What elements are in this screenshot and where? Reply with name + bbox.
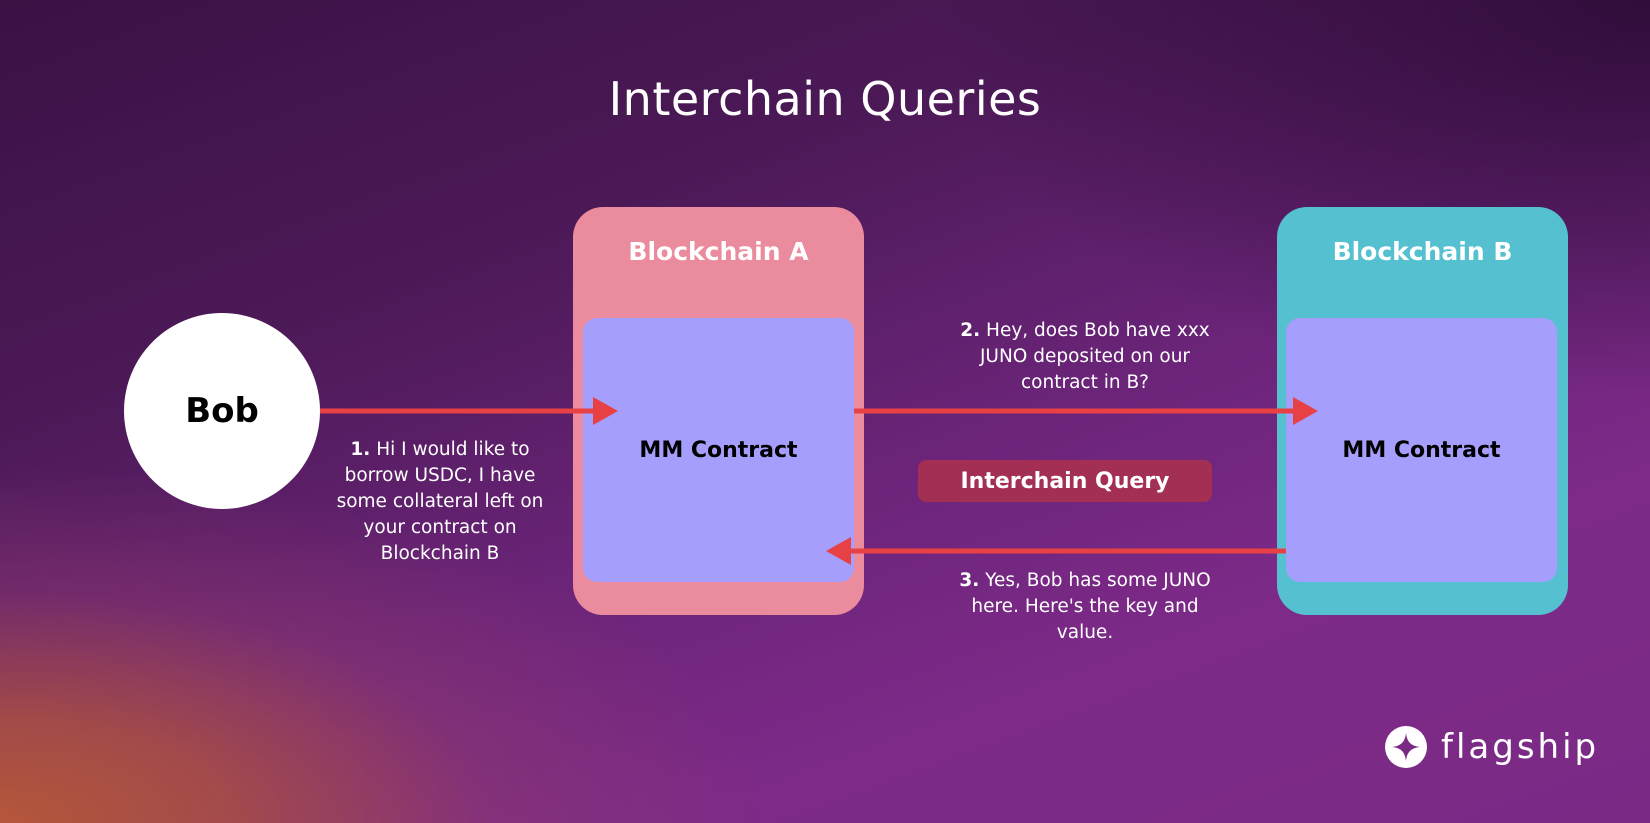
brand-name: flagship [1441, 727, 1600, 767]
blockchain-b-contract: MM Contract [1286, 318, 1557, 582]
blockchain-a-title: Blockchain A [628, 237, 809, 266]
interchain-query-label: Interchain Query [960, 468, 1170, 494]
blockchain-a-box: Blockchain A MM Contract [573, 207, 864, 615]
step-3-caption: 3. Yes, Bob has some JUNO here. Here's t… [955, 568, 1215, 646]
blockchain-b-box: Blockchain B MM Contract [1277, 207, 1568, 615]
brand-logo: flagship [1385, 726, 1599, 768]
step-1-caption: 1. Hi I would like to borrow USDC, I hav… [320, 437, 560, 567]
blockchain-a-contract: MM Contract [583, 318, 854, 582]
page-title: Interchain Queries [608, 72, 1042, 126]
step-2-number: 2. [960, 320, 981, 341]
step-2-text: Hey, does Bob have xxx JUNO deposited on… [979, 320, 1210, 393]
step-3-text: Yes, Bob has some JUNO here. Here's the … [971, 570, 1211, 643]
interchain-query-badge: Interchain Query [918, 460, 1212, 502]
actor-bob-label: Bob [185, 391, 259, 431]
step-1-text: Hi I would like to borrow USDC, I have s… [336, 439, 544, 564]
blockchain-b-contract-label: MM Contract [1342, 437, 1501, 463]
four-point-star-icon [1385, 726, 1427, 768]
blockchain-a-contract-label: MM Contract [639, 437, 798, 463]
actor-bob-circle: Bob [124, 313, 320, 509]
step-3-number: 3. [959, 570, 980, 591]
step-1-number: 1. [350, 439, 371, 460]
step-2-caption: 2. Hey, does Bob have xxx JUNO deposited… [955, 318, 1215, 396]
blockchain-b-title: Blockchain B [1332, 237, 1513, 266]
